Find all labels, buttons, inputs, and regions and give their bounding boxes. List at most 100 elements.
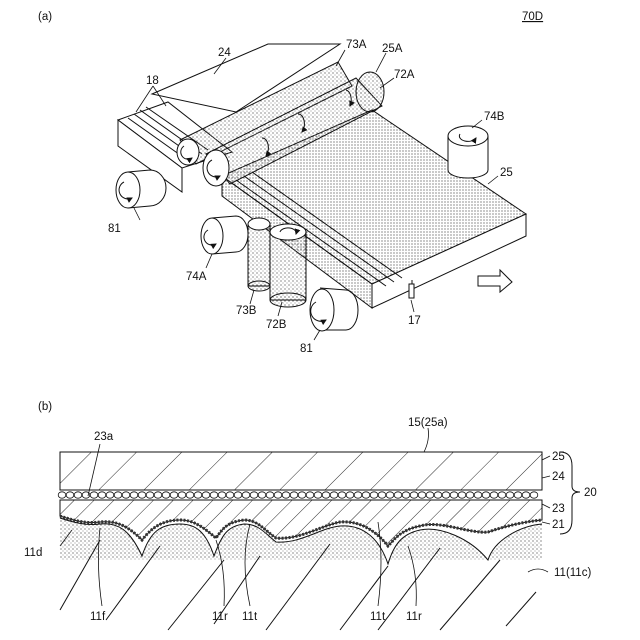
label-18: 18	[146, 75, 159, 87]
label-23: 23	[552, 503, 565, 515]
roller-74A	[201, 216, 248, 254]
bead-particle	[138, 492, 146, 498]
roller-73B	[248, 218, 270, 291]
bead-particle	[90, 492, 98, 498]
label-11t-1: 11t	[242, 611, 258, 623]
roller-72B	[270, 224, 306, 307]
label-11d: 11d	[24, 547, 42, 559]
bead-particle	[226, 492, 234, 498]
bead-particle	[450, 492, 458, 498]
bead-particle	[410, 492, 418, 498]
label-73A: 73A	[346, 39, 367, 51]
bead-particle	[394, 492, 402, 498]
bead-particle	[202, 492, 210, 498]
label-11r-1: 11r	[212, 611, 228, 623]
label-73B: 73B	[236, 305, 257, 317]
bead-particle	[170, 492, 178, 498]
label-15-25a: 15(25a)	[408, 417, 448, 429]
bead-particle	[370, 492, 378, 498]
layer-24-beads	[58, 492, 542, 500]
panel-a	[116, 44, 526, 340]
label-11f: 11f	[90, 611, 106, 623]
panel-b-tag: (b)	[38, 401, 52, 413]
bead-particle	[258, 492, 266, 498]
label-72B: 72B	[266, 319, 287, 331]
bead-particle	[106, 492, 114, 498]
bead-particle	[418, 492, 426, 498]
label-24-b: 24	[552, 471, 565, 483]
bead-particle	[330, 492, 338, 498]
bead-particle	[314, 492, 322, 498]
roller-81-left	[116, 170, 166, 208]
bead-particle	[266, 492, 274, 498]
bead-particle	[322, 492, 330, 498]
bead-particle	[234, 492, 242, 498]
roller-74B	[448, 126, 488, 178]
bead-particle	[154, 492, 162, 498]
bead-particle	[114, 492, 122, 498]
bead-particle	[458, 492, 466, 498]
panel-b	[58, 428, 580, 630]
bead-particle	[530, 492, 538, 498]
bead-particle	[522, 492, 530, 498]
bead-particle	[58, 492, 66, 498]
bead-particle	[482, 492, 490, 498]
bead-particle	[354, 492, 362, 498]
label-11-11c: 11(11c)	[554, 567, 591, 579]
bead-particle	[386, 492, 394, 498]
label-74A: 74A	[186, 271, 207, 283]
bead-particle	[402, 492, 410, 498]
label-25-b: 25	[552, 451, 565, 463]
bead-particle	[274, 492, 282, 498]
bead-particle	[426, 492, 434, 498]
roller-81-bottom	[310, 288, 358, 331]
bead-particle	[290, 492, 298, 498]
bead-particle	[74, 492, 82, 498]
bead-particle	[282, 492, 290, 498]
bead-particle	[506, 492, 514, 498]
bead-particle	[218, 492, 226, 498]
bead-particle	[514, 492, 522, 498]
bead-particle	[98, 492, 106, 498]
bead-particle	[346, 492, 354, 498]
bead-particle	[186, 492, 194, 498]
bead-particle	[498, 492, 506, 498]
bead-particle	[250, 492, 258, 498]
bead-particle	[378, 492, 386, 498]
bead-particle	[338, 492, 346, 498]
label-81-bottom: 81	[300, 343, 313, 355]
bead-particle	[490, 492, 498, 498]
label-11t-2: 11t	[370, 611, 386, 623]
bead-particle	[194, 492, 202, 498]
output-arrow	[478, 270, 512, 292]
bead-particle	[306, 492, 314, 498]
label-81-left: 81	[108, 223, 121, 235]
label-74B: 74B	[484, 111, 505, 123]
layer-25	[60, 452, 542, 490]
bead-particle	[242, 492, 250, 498]
panel-a-tag: (a)	[38, 11, 52, 23]
label-24: 24	[218, 47, 231, 59]
bead-particle	[66, 492, 74, 498]
bead-particle	[210, 492, 218, 498]
figure-ref-70D: 70D	[522, 11, 543, 23]
bead-particle	[362, 492, 370, 498]
bead-particle	[130, 492, 138, 498]
label-20: 20	[584, 487, 597, 499]
bead-particle	[298, 492, 306, 498]
bead-particle	[178, 492, 186, 498]
label-11r-2: 11r	[406, 611, 422, 623]
label-72A: 72A	[394, 69, 415, 81]
bead-particle	[146, 492, 154, 498]
label-21: 21	[552, 519, 565, 531]
bead-particle	[466, 492, 474, 498]
bead-particle	[162, 492, 170, 498]
bead-particle	[442, 492, 450, 498]
bead-particle	[122, 492, 130, 498]
label-25A: 25A	[382, 43, 403, 55]
label-17: 17	[408, 315, 421, 327]
bead-particle	[434, 492, 442, 498]
bead-particle	[474, 492, 482, 498]
